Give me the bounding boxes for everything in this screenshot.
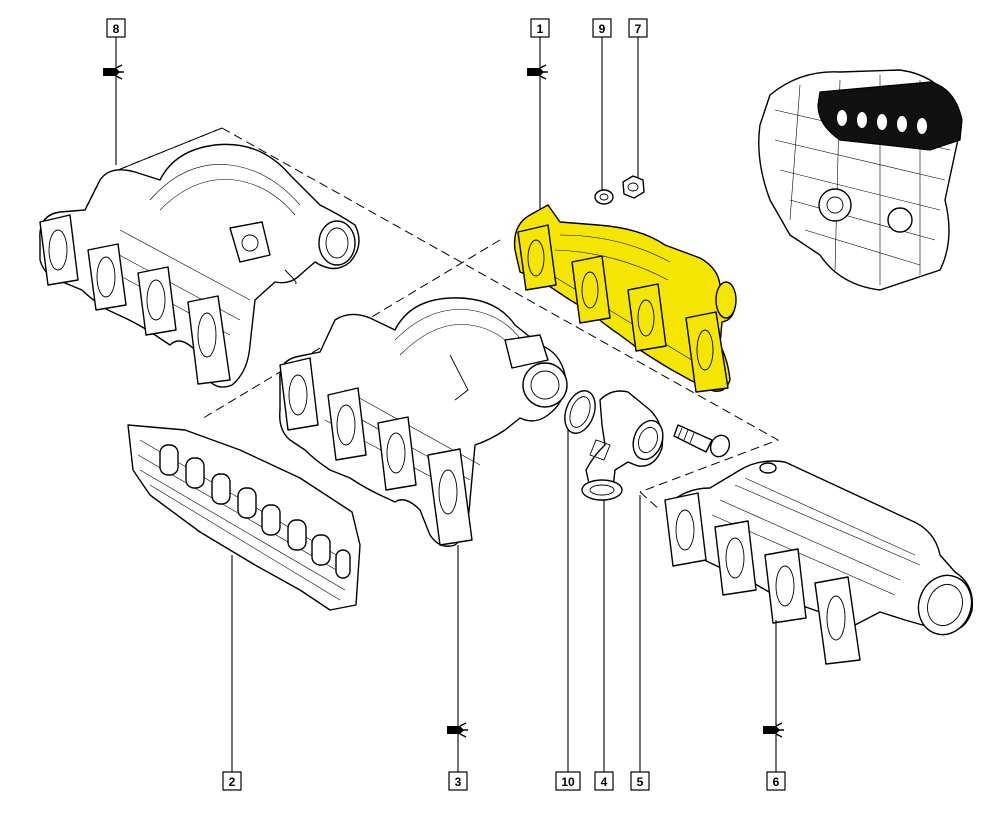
intake-manifold-upper [39,143,360,388]
svg-text:7: 7 [635,22,642,36]
highlighted-manifold-part [513,204,737,393]
engine-thumbnail [758,69,963,291]
callout-5: 5 [630,771,650,791]
callout-7: 7 [628,18,648,38]
callout-8: 8 [106,18,126,38]
alignment-lines [117,127,780,511]
svg-text:10: 10 [561,775,575,789]
nut-part [622,175,645,199]
exhaust-manifold-part [664,460,974,665]
manifold-gasket [127,424,361,611]
torque-wrench-icon [527,64,548,80]
washer-part [594,189,614,205]
torque-wrench-icon [447,722,468,738]
o-ring-seal [564,390,596,434]
callout-1: 1 [530,18,550,38]
callout-2: 2 [222,771,242,791]
callout-10: 10 [555,771,581,791]
leader-lines [115,36,777,772]
egr-elbow-part [581,390,664,501]
svg-text:9: 9 [599,22,606,36]
svg-text:2: 2 [229,775,236,789]
svg-text:3: 3 [455,775,462,789]
callout-9: 9 [592,18,612,38]
bolt-part [673,424,731,458]
callout-6: 6 [766,771,786,791]
svg-text:1: 1 [537,22,544,36]
callout-3: 3 [448,771,468,791]
callout-4: 4 [594,771,614,791]
torque-wrench-icon [103,64,124,80]
intake-manifold-center [279,297,568,547]
svg-text:5: 5 [637,775,644,789]
svg-text:8: 8 [113,22,120,36]
svg-text:6: 6 [773,775,780,789]
svg-text:4: 4 [601,775,608,789]
torque-wrench-icon [763,722,784,738]
